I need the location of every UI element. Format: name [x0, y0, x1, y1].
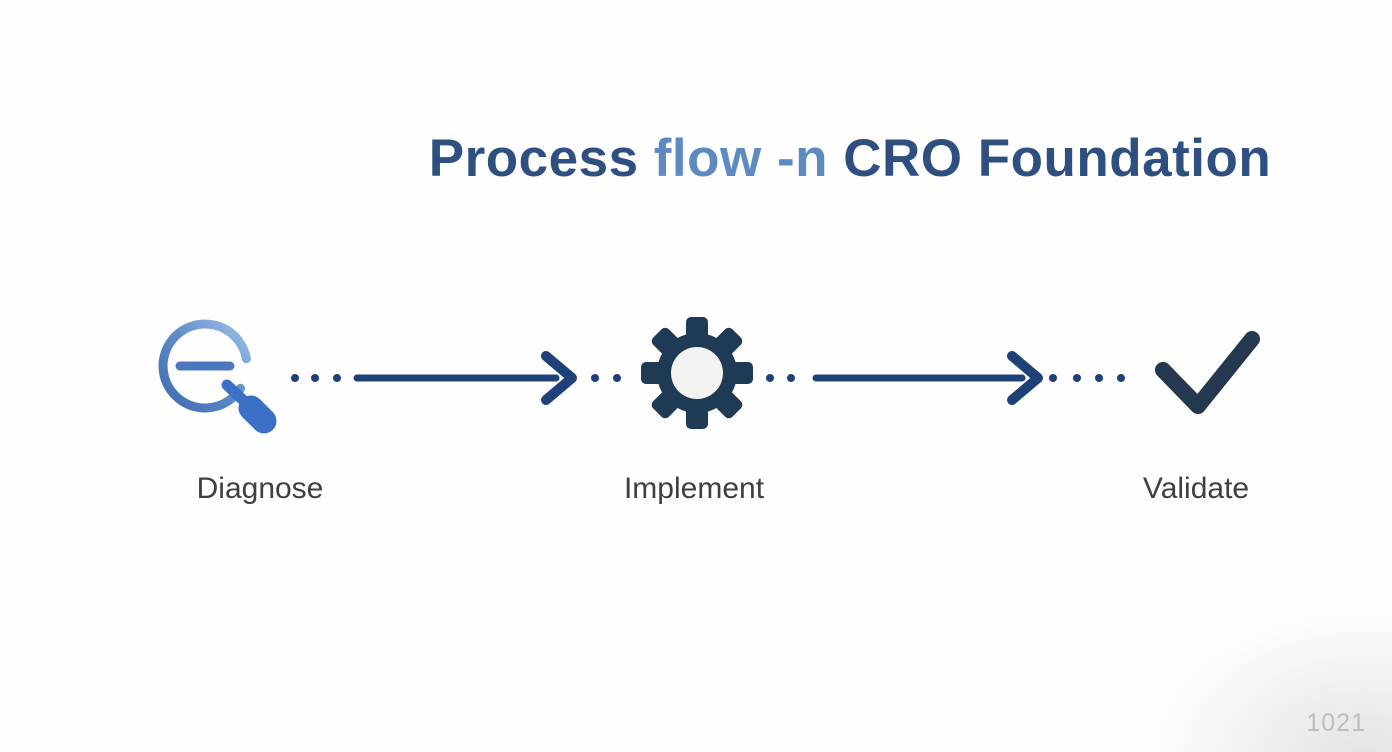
title-segment-cro-foundation: CRO Foundation — [843, 128, 1272, 188]
page-number: 1021 — [1306, 709, 1366, 737]
magnifier-minus-icon — [158, 319, 277, 434]
step-label-diagnose: Diagnose — [196, 472, 324, 505]
title-segment-process: Process — [428, 128, 654, 188]
connector-arrow-1 — [291, 351, 621, 405]
title-segment-flow-n: flow -n — [653, 128, 844, 188]
step-label-validate: Validate — [1142, 472, 1250, 505]
gear-icon — [641, 317, 753, 429]
checkmark-icon — [1155, 331, 1260, 414]
process-flow-diagram — [158, 317, 1260, 434]
step-label-implement: Implement — [623, 472, 765, 505]
connector-arrow-2 — [766, 351, 1125, 405]
page-title: Process flow -n CRO Foundation — [429, 128, 1271, 189]
